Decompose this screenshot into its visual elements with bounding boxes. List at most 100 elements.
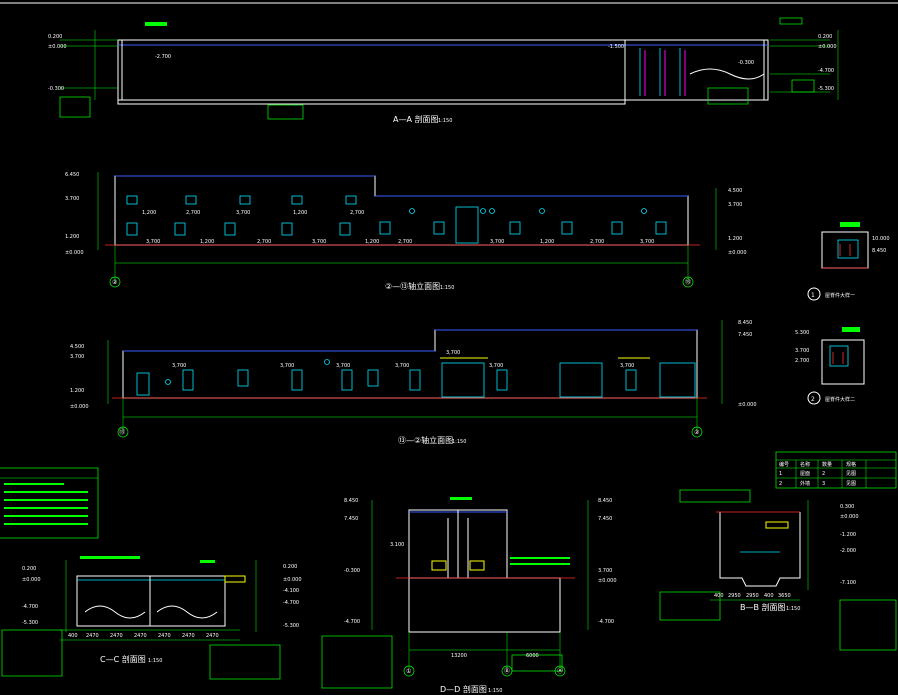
aa-elev-3: -2.700 bbox=[155, 54, 171, 60]
aa-elev-1: ±0.000 bbox=[48, 44, 67, 50]
aa-elev-8: -5.300 bbox=[818, 86, 834, 92]
dd-elev-8: ±0.000 bbox=[598, 578, 617, 584]
cc-dim-0: 2470 bbox=[86, 633, 99, 639]
d2-number: 2 bbox=[811, 396, 815, 403]
table-cell-1-3: 见图 bbox=[846, 481, 856, 487]
e2-dim-1: 3,700 bbox=[280, 363, 294, 369]
d1-elev-1: 8.450 bbox=[872, 248, 886, 254]
dd-elev-9: -4.700 bbox=[598, 619, 614, 625]
d2-title: 屋脊件大样二 bbox=[825, 396, 855, 403]
e2-dim-6: 3,700 bbox=[620, 363, 634, 369]
e2-axis-left: ⑬ bbox=[119, 428, 125, 436]
dd-elev-4: -4.700 bbox=[344, 619, 360, 625]
table-cell-0-1: 屋面 bbox=[800, 471, 810, 477]
e1-dim-1: 2,700 bbox=[186, 210, 200, 216]
e2-elev-l0: 4.500 bbox=[70, 344, 84, 350]
elevation-13-2: ⑬ ② 3,700 3,700 3,700 3,700 3,700 3,700 … bbox=[70, 320, 757, 445]
e2-dim-3: 3,700 bbox=[395, 363, 409, 369]
e2-elev-r0: 8.450 bbox=[738, 320, 752, 326]
dd-title: D—D 剖面图 bbox=[440, 684, 487, 694]
table-header-0: 编号 bbox=[779, 461, 789, 468]
e1-dim-9: 1,200 bbox=[365, 239, 379, 245]
dd-elev-5: 8.450 bbox=[598, 498, 612, 504]
e1-elev-r2: 1.200 bbox=[728, 236, 742, 242]
e2-title: ⑬—②轴立面图 bbox=[398, 435, 453, 445]
table-cell-0-0: 1 bbox=[779, 471, 782, 477]
detail-1: 10.000 8.450 1 屋脊件大样一 bbox=[807, 222, 890, 301]
e1-scale: 1:150 bbox=[440, 285, 454, 291]
dd-elev-3: -0.300 bbox=[344, 568, 360, 574]
e1-elev-l1: 3.700 bbox=[65, 196, 79, 202]
bb-dim-4: 3650 bbox=[778, 593, 791, 599]
elevation-2-13: ② ⑬ 1,200 2,700 3,700 1,200 2,700 3,700 … bbox=[65, 172, 747, 291]
section-cc: 0.200 ±0.000 -4.700 -5.300 0.200 ±0.000 … bbox=[1, 556, 302, 680]
e1-dim-4: 2,700 bbox=[350, 210, 364, 216]
cc-scale: 1:150 bbox=[148, 658, 162, 664]
e2-elev-l3: ±0.000 bbox=[70, 404, 89, 410]
cc-dim-3: 2470 bbox=[158, 633, 171, 639]
notes-box bbox=[0, 467, 99, 539]
legend-table: 编号 名称 数量 规格 1 屋面 2 见图 2 外墙 3 见图 bbox=[775, 451, 897, 489]
e1-dim-11: 3,700 bbox=[490, 239, 504, 245]
table-cell-0-3: 见图 bbox=[846, 471, 856, 477]
aa-elev-5: 0.200 bbox=[818, 34, 832, 40]
dd-elev-0: 8.450 bbox=[344, 498, 358, 504]
bb-elev-0: 0.300 bbox=[840, 504, 854, 510]
e1-elev-l2: 1.200 bbox=[65, 234, 79, 240]
e1-elev-r0: 4.500 bbox=[728, 188, 742, 194]
aa-scale: 1:150 bbox=[438, 118, 452, 124]
cc-elev-5: ±0.000 bbox=[283, 577, 302, 583]
e2-axis-right: ② bbox=[694, 429, 700, 436]
e1-dim-13: 2,700 bbox=[590, 239, 604, 245]
e1-axis-left: ② bbox=[112, 279, 118, 286]
bb-elev-1: ±0.000 bbox=[840, 514, 859, 520]
dd-dim-1: 6000 bbox=[526, 653, 539, 659]
aa-elev-9: -0.300 bbox=[738, 60, 754, 66]
cc-elev-7: -4.700 bbox=[283, 600, 299, 606]
table-cell-1-1: 外墙 bbox=[800, 480, 810, 487]
e1-axis-right: ⑬ bbox=[685, 278, 691, 286]
dd-elev-7: 3.700 bbox=[598, 568, 612, 574]
dd-axis-0: ① bbox=[406, 668, 411, 675]
e2-dim-4: 3,700 bbox=[446, 350, 460, 356]
d2-elev-1: 3.700 bbox=[795, 348, 809, 354]
section-aa: 0.200 ±0.000 -0.300 -2.700 -1.500 0.200 … bbox=[48, 17, 839, 124]
bb-dim-2: 2950 bbox=[746, 593, 759, 599]
cc-elev-6: -4.100 bbox=[283, 588, 299, 594]
e1-dim-7: 2,700 bbox=[257, 239, 271, 245]
e1-elev-r3: ±0.000 bbox=[728, 250, 747, 256]
cc-elev-3: -5.300 bbox=[22, 620, 38, 626]
d2-elev-2: 2.700 bbox=[795, 358, 809, 364]
cc-elev-0: 0.200 bbox=[22, 566, 36, 572]
aa-elev-6: ±0.000 bbox=[818, 44, 837, 50]
bb-dim-1: 2950 bbox=[728, 593, 741, 599]
cc-title: C—C 剖面图 bbox=[100, 654, 146, 664]
bb-elev-2: -1.200 bbox=[840, 532, 856, 538]
cc-dim-1: 2470 bbox=[110, 633, 123, 639]
e2-elev-r2: ±0.000 bbox=[738, 402, 757, 408]
e1-dim-12: 1,200 bbox=[540, 239, 554, 245]
dd-elev-1: 7.450 bbox=[344, 516, 358, 522]
e1-title: ②—⑬轴立面图 bbox=[385, 281, 440, 291]
e2-dim-2: 3,700 bbox=[336, 363, 350, 369]
bb-scale: 1:150 bbox=[786, 606, 800, 612]
cc-dim-6: 400 bbox=[68, 633, 78, 639]
d2-elev-0: 5.300 bbox=[795, 330, 809, 336]
aa-title: A—A 剖面图 bbox=[393, 114, 439, 124]
bb-elev-4: -7.100 bbox=[840, 580, 856, 586]
e1-dim-6: 1,200 bbox=[200, 239, 214, 245]
dd-scale: 1:150 bbox=[488, 688, 502, 694]
bb-dim-3: 400 bbox=[764, 593, 774, 599]
e1-dim-8: 3,700 bbox=[312, 239, 326, 245]
dd-elev-2: 3.100 bbox=[390, 542, 404, 548]
detail-2: 5.300 3.700 2.700 2 屋脊件大样二 bbox=[795, 327, 865, 405]
e1-elev-l0: 6.450 bbox=[65, 172, 79, 178]
aa-elev-0: 0.200 bbox=[48, 34, 62, 40]
table-header-1: 名称 bbox=[800, 461, 810, 468]
e1-dim-14: 3,700 bbox=[640, 239, 654, 245]
bb-title: B—B 剖面图 bbox=[740, 602, 786, 612]
cc-elev-4: 0.200 bbox=[283, 564, 297, 570]
cc-elev-2: -4.700 bbox=[22, 604, 38, 610]
d1-title: 屋脊件大样一 bbox=[825, 292, 855, 299]
